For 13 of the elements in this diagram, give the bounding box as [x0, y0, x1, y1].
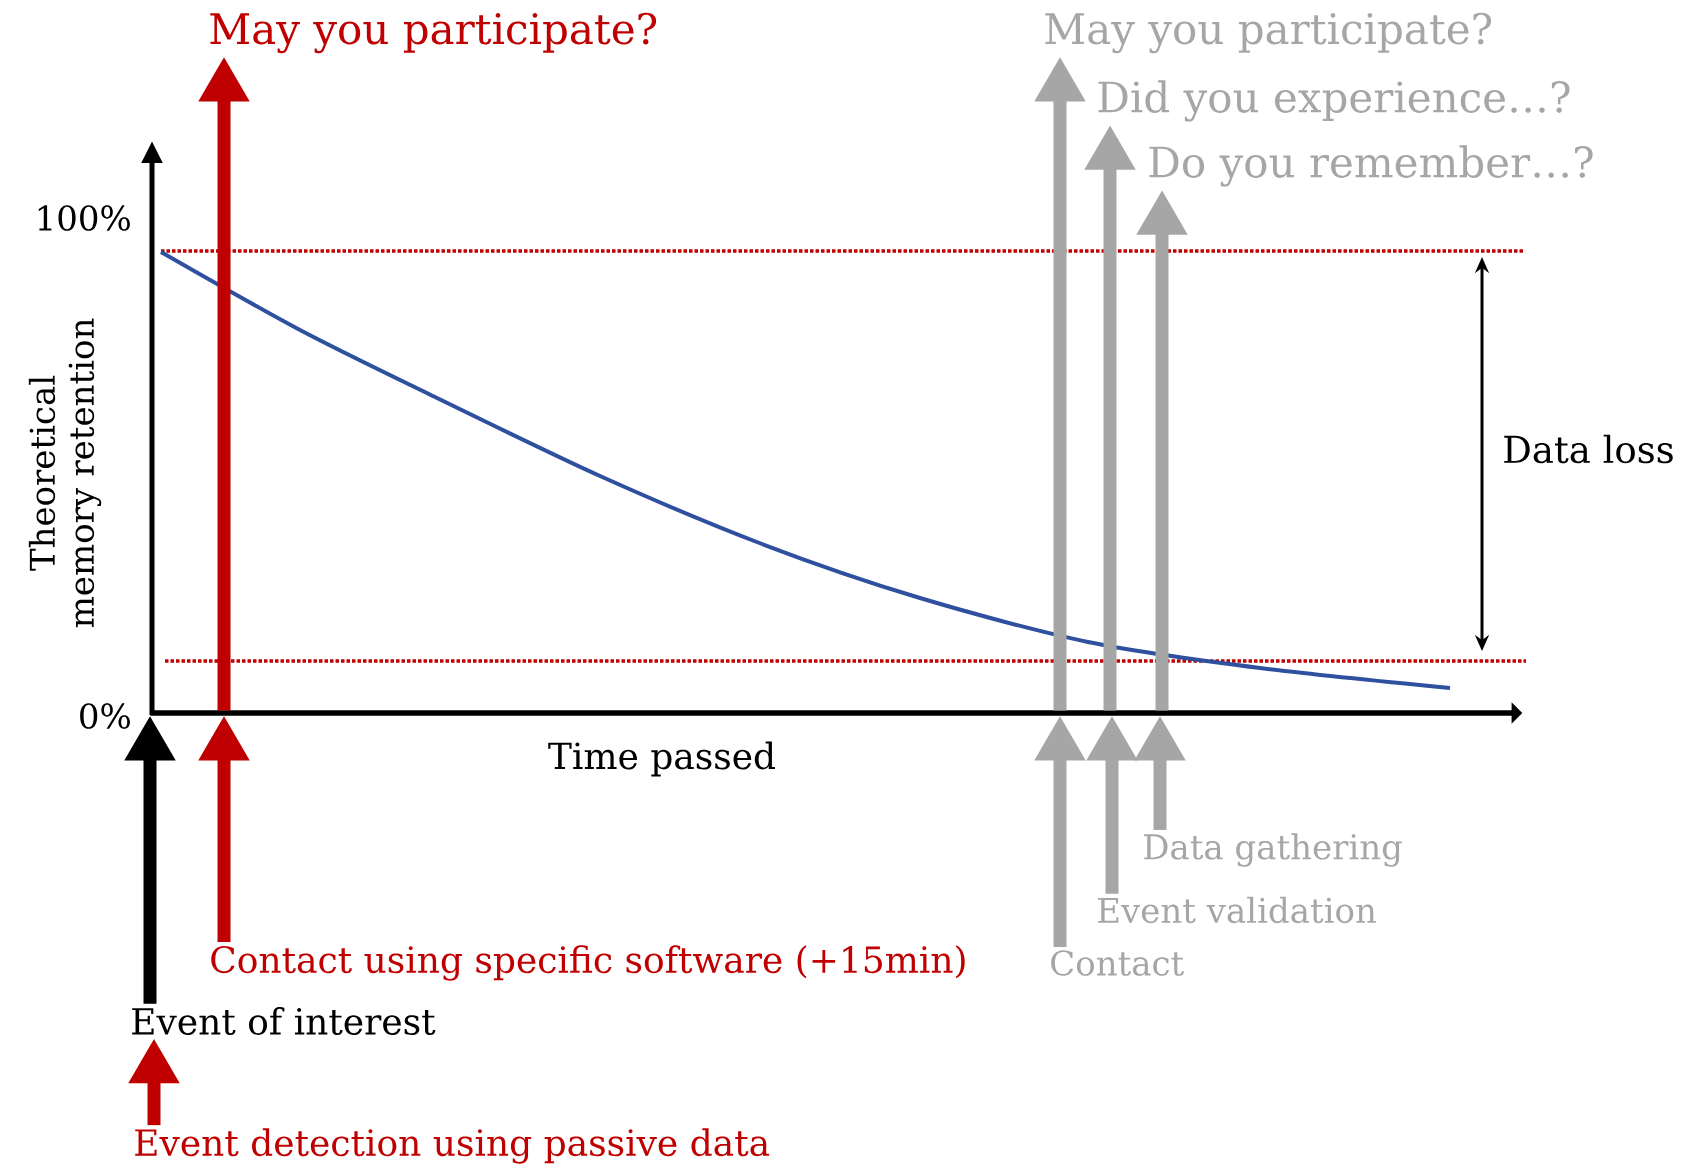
question-text: May you participate? [210, 12, 657, 54]
step-text: Event detection using passive data [135, 1128, 770, 1164]
question-text: May you participate? [1045, 12, 1492, 54]
question-text: Did you experience…? [1098, 80, 1570, 122]
axis-title: Theoretical memory retention [28, 318, 102, 628]
tick-label: 100% [38, 205, 130, 231]
step-text: Contact [1051, 950, 1184, 976]
event-text: Event of interest [132, 1007, 436, 1035]
step-text: Data gathering [1144, 833, 1402, 867]
step-text: Event validation [1098, 896, 1376, 924]
question-text: Do you remember…? [1149, 145, 1593, 187]
dimension-label: Data loss [1504, 434, 1673, 464]
step-text: Contact using specific software (+15min) [211, 945, 965, 981]
